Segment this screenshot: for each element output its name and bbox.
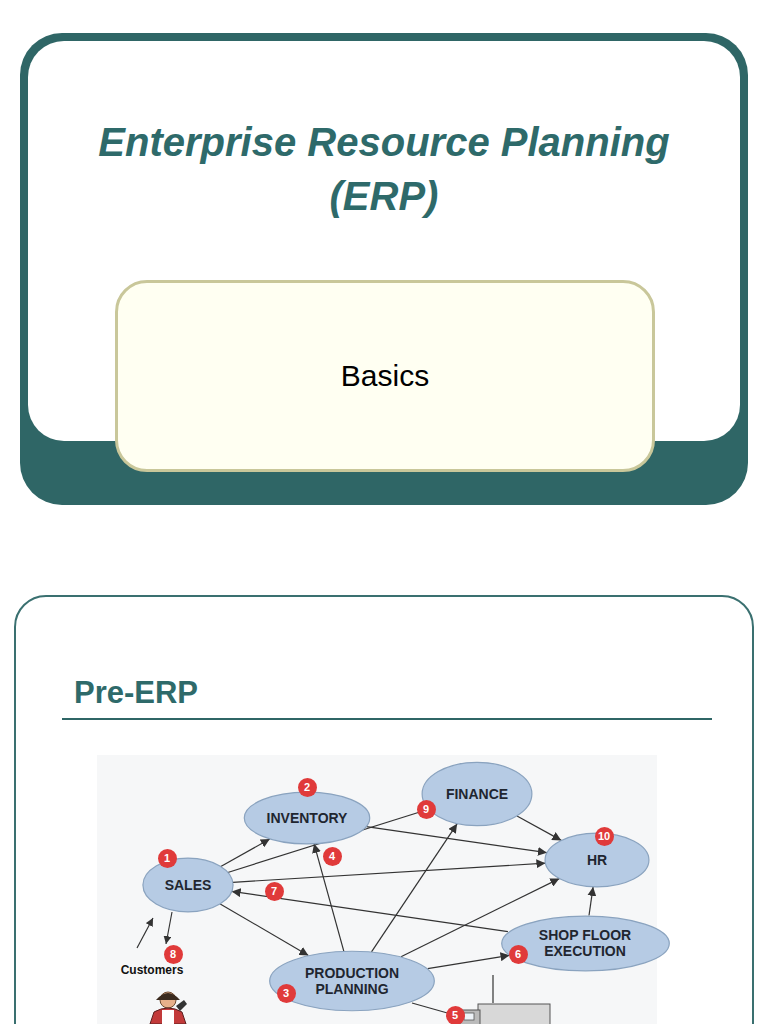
ellipse-label-wrap: FINANCE — [421, 761, 533, 827]
diagram-ground — [97, 755, 657, 1024]
callout-number: 3 — [277, 984, 296, 1003]
callout-number: 8 — [164, 945, 183, 964]
flow-arrow — [428, 955, 510, 968]
flow-arrow — [314, 844, 344, 951]
truck-leader-line — [492, 975, 493, 1003]
title-slide: Enterprise Resource Planning (ERP) Basics — [20, 33, 748, 505]
flow-arrow — [517, 816, 561, 840]
department-ellipse: SALES — [142, 857, 234, 913]
department-ellipse: SHOP FLOOR EXECUTION — [500, 915, 671, 972]
customer-to-sales-arrow — [137, 918, 153, 948]
department-ellipse: PRODUCTION PLANNING — [268, 950, 436, 1012]
ellipse-label-wrap: PRODUCTION PLANNING — [268, 950, 436, 1012]
callout-number: 5 — [446, 1006, 465, 1024]
subtitle-box: Basics — [115, 280, 655, 472]
department-name: FINANCE — [446, 786, 508, 802]
heading-underline — [62, 718, 712, 720]
sales-to-customer-arrow — [166, 912, 172, 944]
department-name: PRODUCTION PLANNING — [297, 965, 407, 997]
department-ellipse: FINANCE — [421, 761, 533, 827]
department-ellipse: INVENTORY — [243, 791, 371, 845]
customer-person-icon — [150, 992, 187, 1024]
department-name: SHOP FLOOR EXECUTION — [529, 927, 641, 959]
flow-arrow — [221, 839, 270, 867]
ellipse-label-wrap: SHOP FLOOR EXECUTION — [500, 915, 671, 972]
flow-arrow — [233, 863, 546, 882]
slide-title: Enterprise Resource Planning (ERP) — [94, 115, 674, 223]
flow-arrow — [589, 887, 593, 916]
truck-illustration — [460, 1004, 550, 1024]
department-name: HR — [587, 852, 607, 868]
department-name: SALES — [165, 877, 212, 893]
ellipse-label-wrap: SALES — [142, 857, 234, 913]
flow-arrow — [366, 827, 547, 853]
content-slide: Pre-ERP FINANCE INVENTORY HR SALES SHOP FLOOR… — [14, 595, 754, 1024]
callout-number: 2 — [298, 778, 317, 797]
title-slide-frame — [20, 33, 748, 505]
callout-number: 10 — [595, 827, 614, 846]
ellipse-label-wrap: INVENTORY — [243, 791, 371, 845]
subtitle-text: Basics — [341, 359, 429, 393]
callout-number: 1 — [158, 849, 177, 868]
department-name: INVENTORY — [267, 810, 348, 826]
slide-heading: Pre-ERP — [74, 675, 198, 711]
callout-number: 7 — [265, 882, 284, 901]
flow-arrow — [220, 904, 308, 956]
flow-arrow — [372, 824, 458, 952]
callout-number: 6 — [509, 945, 528, 964]
callout-number: 9 — [417, 800, 436, 819]
customer-label: Customers — [121, 963, 184, 977]
callout-number: 4 — [323, 847, 342, 866]
